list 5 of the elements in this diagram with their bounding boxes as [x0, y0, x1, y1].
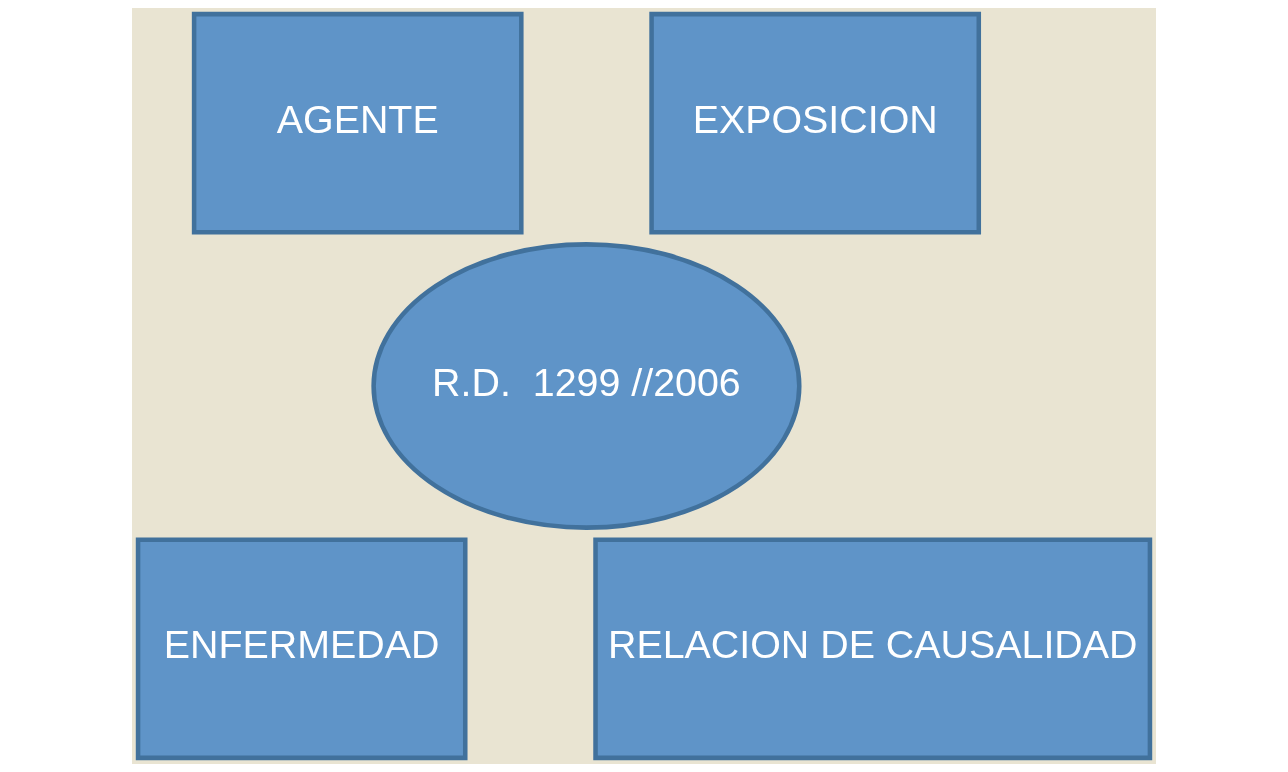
- node-box: AGENTE: [191, 11, 524, 235]
- node-box: RELACION DE CAUSALIDAD: [593, 537, 1153, 761]
- node-box: EXPOSICION: [649, 11, 982, 235]
- node-ellipse: R.D. 1299 //2006: [371, 242, 802, 530]
- node-box: ENFERMEDAD: [135, 537, 468, 761]
